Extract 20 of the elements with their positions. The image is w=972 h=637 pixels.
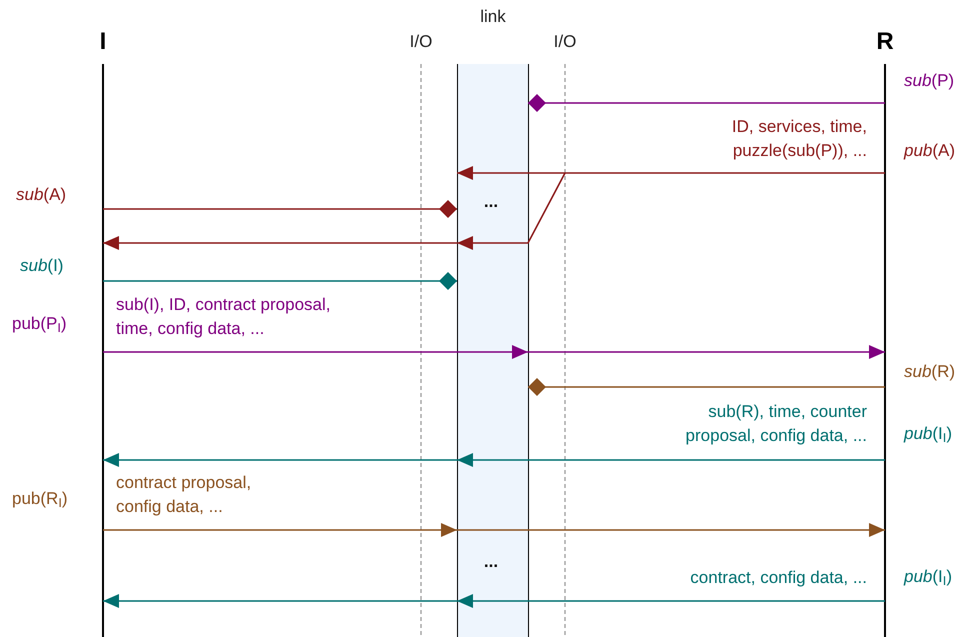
message-content: sub(I), ID, contract proposal, time, config data, ... [116,294,332,340]
message-name: sub(P) [904,70,954,92]
message-name: sub(I) [20,255,64,277]
io-label: I/O [552,31,578,53]
message-content: contract, config data, ... [689,567,867,589]
message-content: sub(R), time, counter proposal, config data, ... [684,401,867,447]
message-name: sub(A) [16,184,66,206]
message-name: pub(I$_{I}$) [904,566,952,588]
message-name: pub(R$_{I}$) [12,488,68,510]
message-name: pub(P$_{I}$) [12,313,67,335]
io-label: I/O [408,31,434,53]
message-name: pub(I$_{I}$) [904,423,952,445]
message-name: sub(R) [904,361,956,383]
lifeline: R [876,28,894,637]
lifeline: I [94,28,112,637]
ellipsis: ... [482,191,500,213]
message-name: pub(A) [904,140,956,162]
message-content: contract proposal, config data, ... [116,472,252,518]
ellipsis: ... [482,551,500,573]
message-content: ID, services, time, puzzle(sub(P)), ... [730,116,867,162]
